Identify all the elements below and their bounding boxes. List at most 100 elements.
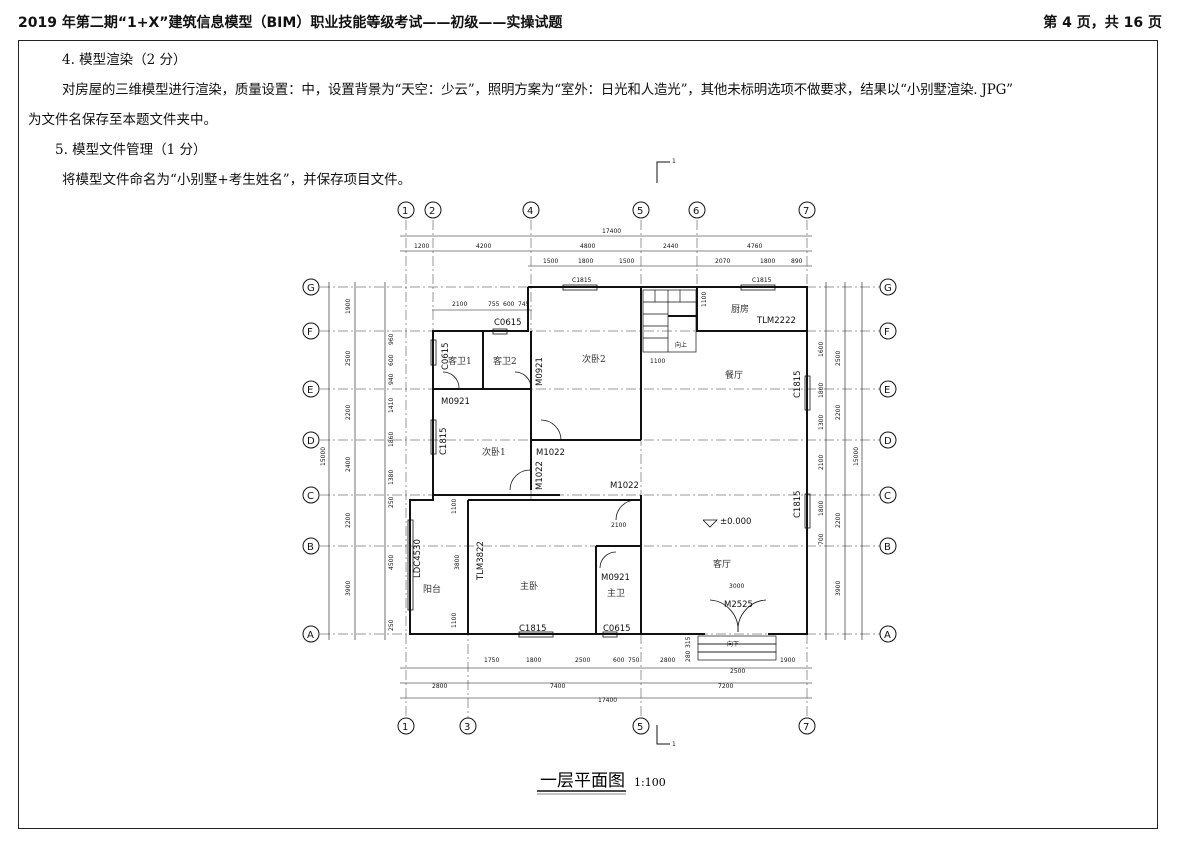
dim-left-940: 940 bbox=[388, 373, 395, 385]
q4-text-line2: 为文件名保存至本题文件夹中。 bbox=[28, 112, 217, 128]
dim-right-1800b: 1800 bbox=[818, 501, 825, 516]
axis-label-right-E: E bbox=[884, 385, 890, 396]
axis-label-left-A: A bbox=[307, 630, 314, 641]
dim-top2-1500b: 1500 bbox=[619, 258, 634, 265]
page-number: 第 4 页，共 16 页 bbox=[1043, 15, 1162, 31]
axis-bubbles-rows bbox=[302, 278, 897, 643]
label-m0921-a: M0921 bbox=[441, 397, 470, 407]
room-dining: 餐厅 bbox=[725, 369, 743, 381]
axis-label-top-2: 2 bbox=[429, 206, 435, 217]
axis-bubbles-bottom bbox=[397, 717, 816, 735]
label-m1022-b: M1022 bbox=[535, 461, 545, 490]
dim-right-2500: 2500 bbox=[835, 351, 842, 366]
dim-right-2200b: 2200 bbox=[835, 513, 842, 528]
windows bbox=[407, 284, 811, 638]
dim-top-total: 17400 bbox=[602, 228, 621, 235]
dim-top-4200: 4200 bbox=[476, 243, 491, 250]
axis-label-right-B: B bbox=[884, 542, 891, 553]
dim-1100-kitchen: 1100 bbox=[701, 292, 708, 307]
axis-label-right-A: A bbox=[884, 630, 891, 641]
axis-label-left-C: C bbox=[307, 491, 314, 502]
dim-bottom2-7400: 7400 bbox=[550, 683, 565, 690]
dim-bottom-1800: 1800 bbox=[526, 657, 541, 664]
dim-2500-steps: 2500 bbox=[730, 668, 745, 675]
dim-inner-755: 755 bbox=[488, 301, 500, 308]
room-kitchen: 厨房 bbox=[731, 303, 749, 315]
axis-label-top-4: 4 bbox=[527, 206, 533, 217]
label-c1815-top1: C1815 bbox=[572, 277, 592, 284]
label-c1815-top2: C1815 bbox=[752, 277, 772, 284]
dim-315: 315 bbox=[685, 636, 692, 648]
dim-right-2200a: 2200 bbox=[835, 405, 842, 420]
label-c1815-bottom: C1815 bbox=[519, 624, 547, 634]
axis-label-right-G: G bbox=[884, 283, 892, 294]
entrance-steps bbox=[697, 635, 777, 661]
dim-left-1410: 1410 bbox=[388, 398, 395, 413]
dim-left-3900: 3900 bbox=[345, 581, 352, 596]
axis-label-left-B: B bbox=[307, 542, 314, 553]
dim-left-4500: 4500 bbox=[388, 555, 395, 570]
dim-bottom-1750: 1750 bbox=[484, 657, 499, 664]
dim-right-3900: 3900 bbox=[835, 581, 842, 596]
section-mark-bottom-label: 1 bbox=[672, 741, 676, 748]
dim-inner-600: 600 bbox=[503, 301, 515, 308]
walls bbox=[409, 286, 808, 635]
axis-label-left-G: G bbox=[307, 283, 315, 294]
label-c1815-right1: C1815 bbox=[793, 370, 803, 398]
dim-bottom-750: 750 bbox=[628, 657, 640, 664]
dim-left-total: 15000 bbox=[320, 447, 327, 466]
q5-text: 将模型文件命名为“小别墅+考生姓名”，并保存项目文件。 bbox=[62, 172, 412, 188]
label-ldc4530: LDC4530 bbox=[413, 539, 423, 578]
dim-left-1380: 1380 bbox=[388, 470, 395, 485]
dim-inner-2100: 2100 bbox=[452, 301, 467, 308]
axis-label-top-1: 1 bbox=[402, 206, 408, 217]
dim-right-1300: 1300 bbox=[818, 415, 825, 430]
label-m2525: M2525 bbox=[724, 600, 753, 610]
label-tlm3822: TLM3822 bbox=[476, 541, 486, 581]
label-m0921-b: M0921 bbox=[535, 357, 545, 386]
section-mark-top bbox=[656, 161, 670, 183]
dim-bottom-1900: 1900 bbox=[780, 657, 795, 664]
label-m0921-c: M0921 bbox=[601, 573, 630, 583]
q5-title: 5. 模型文件管理（1 分） bbox=[55, 142, 207, 158]
room-bedroom-1: 次卧1 bbox=[482, 446, 506, 458]
stair bbox=[642, 289, 697, 353]
axis-label-top-6: 6 bbox=[693, 206, 699, 217]
dim-left-600: 600 bbox=[388, 354, 395, 366]
page-frame bbox=[18, 40, 1158, 829]
drawing-scale: 1:100 bbox=[634, 776, 666, 789]
axis-label-left-E: E bbox=[307, 385, 313, 396]
elevation-marker bbox=[702, 519, 718, 528]
dim-top-1200: 1200 bbox=[414, 243, 429, 250]
dim-right-1800: 1800 bbox=[818, 383, 825, 398]
dim-bottom-2800: 2800 bbox=[660, 657, 675, 664]
dim-bottom-total: 17400 bbox=[598, 697, 617, 704]
axis-label-right-F: F bbox=[884, 327, 890, 338]
label-tlm2222: TLM2222 bbox=[756, 316, 796, 326]
dim-bottom2-2800: 2800 bbox=[432, 683, 447, 690]
label-elevation: ±0.000 bbox=[720, 517, 751, 527]
room-living: 客厅 bbox=[713, 558, 731, 570]
dim-right-700: 700 bbox=[818, 533, 825, 545]
axis-grid-lines bbox=[320, 220, 880, 720]
dim-left-250b: 250 bbox=[388, 619, 395, 631]
section-mark-top-label: 1 bbox=[672, 158, 676, 165]
axis-label-left-D: D bbox=[307, 436, 315, 447]
dim-280: 280 bbox=[685, 650, 692, 662]
dim-top2-1500a: 1500 bbox=[543, 258, 558, 265]
dim-top2-2070: 2070 bbox=[715, 258, 730, 265]
dim-bottom2-7200: 7200 bbox=[718, 683, 733, 690]
dim-1100-stair: 1100 bbox=[650, 358, 665, 365]
dim-inner-745: 745 bbox=[518, 301, 530, 308]
axis-label-right-C: C bbox=[884, 491, 891, 502]
axis-label-left-F: F bbox=[307, 327, 313, 338]
axis-label-bottom-7: 7 bbox=[803, 722, 809, 733]
axis-label-top-7: 7 bbox=[803, 206, 809, 217]
q4-title: 4. 模型渲染（2 分） bbox=[62, 52, 187, 68]
label-m1022-c: M1022 bbox=[610, 481, 639, 491]
dim-1100-balcony-top: 1100 bbox=[451, 499, 458, 514]
dim-left-2400: 2400 bbox=[345, 457, 352, 472]
axis-label-bottom-5: 5 bbox=[637, 722, 643, 733]
dim-right-1600: 1600 bbox=[818, 342, 825, 357]
dim-left-2200b: 2200 bbox=[345, 513, 352, 528]
